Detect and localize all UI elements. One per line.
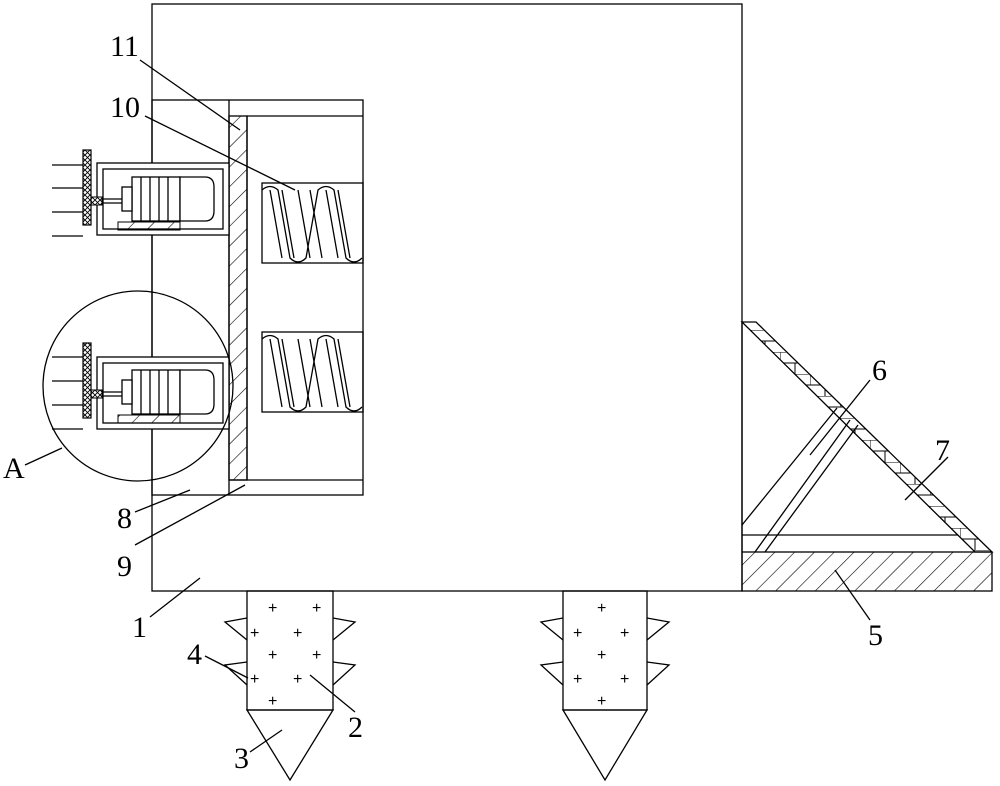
svg-text:+: + — [293, 625, 302, 642]
label-4: 4 — [187, 638, 202, 671]
svg-text:+: + — [597, 693, 606, 710]
label-5: 5 — [868, 619, 883, 652]
label-a: A — [3, 452, 25, 485]
upper-spring — [261, 182, 364, 264]
right-brace — [740, 321, 994, 592]
upper-motor-assembly — [52, 149, 230, 237]
label-1: 1 — [132, 611, 147, 644]
svg-text:+: + — [597, 647, 606, 664]
label-10: 10 — [110, 91, 140, 124]
hatched-plate — [228, 115, 248, 481]
label-6: 6 — [872, 354, 887, 387]
svg-text:+: + — [312, 647, 321, 664]
svg-text:+: + — [573, 625, 582, 642]
svg-text:+: + — [268, 600, 277, 617]
label-3: 3 — [234, 742, 249, 775]
svg-text:+: + — [250, 625, 259, 642]
detail-circle-a — [42, 290, 234, 482]
label-9: 9 — [117, 550, 132, 583]
label-7: 7 — [935, 434, 950, 467]
right-pile: + + + + + + + — [539, 590, 671, 782]
label-11: 11 — [110, 30, 139, 63]
slide-box — [151, 99, 364, 496]
svg-text:+: + — [268, 647, 277, 664]
svg-text:+: + — [268, 693, 277, 710]
base-plate — [741, 551, 993, 592]
label-8: 8 — [117, 502, 132, 535]
svg-text:+: + — [293, 671, 302, 688]
left-pile: + + + + + + + + + — [223, 590, 357, 782]
svg-text:+: + — [250, 671, 259, 688]
lower-motor-assembly — [52, 342, 230, 430]
svg-text:+: + — [620, 625, 629, 642]
svg-text:+: + — [312, 600, 321, 617]
svg-text:+: + — [597, 600, 606, 617]
svg-text:+: + — [573, 671, 582, 688]
label-2: 2 — [348, 711, 363, 744]
leader-lines — [24, 59, 949, 753]
svg-text:+: + — [620, 671, 629, 688]
lower-spring — [261, 331, 364, 413]
